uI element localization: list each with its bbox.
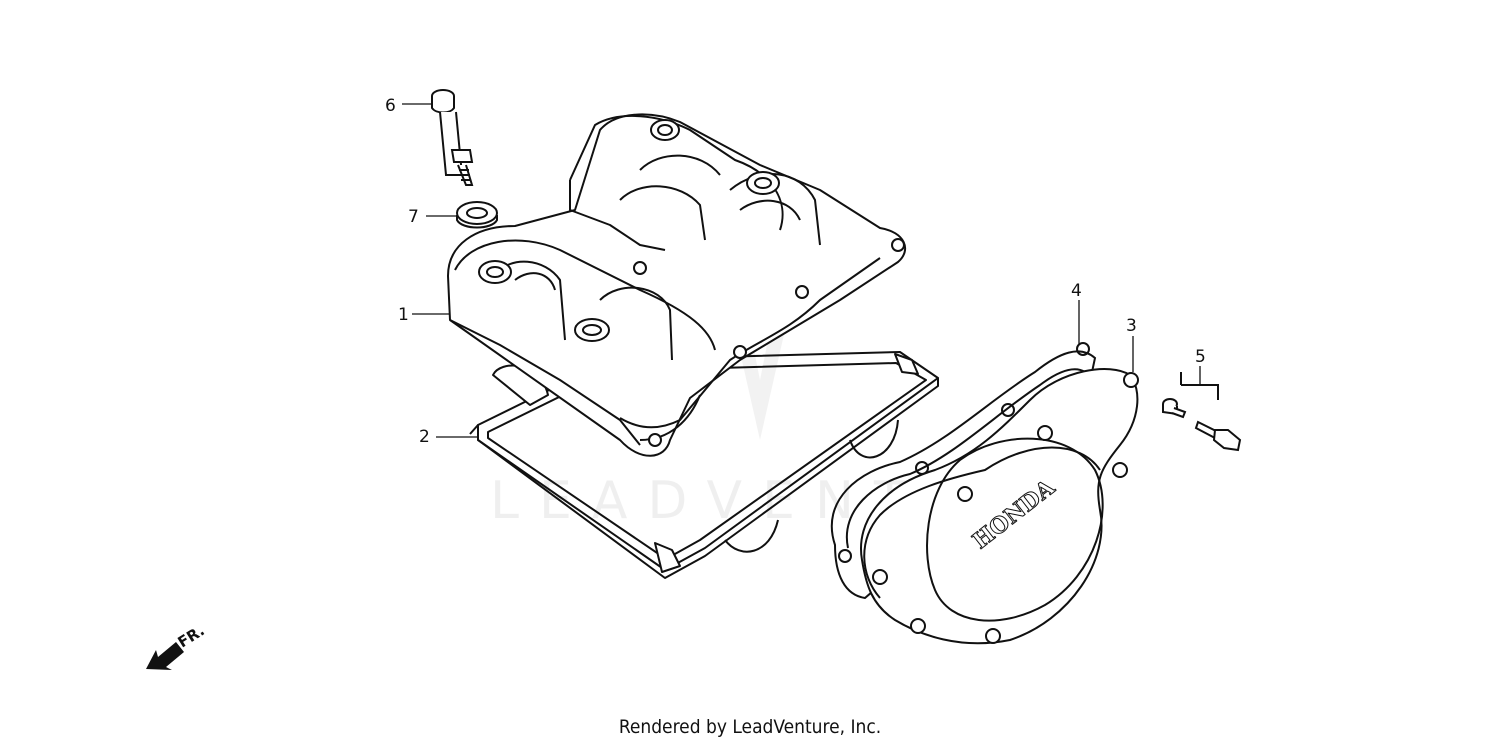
leader-lines	[402, 103, 1201, 438]
callout-7: 7	[408, 207, 419, 227]
bolt-part	[431, 89, 474, 186]
head-cover-part	[447, 113, 907, 457]
washer-part	[456, 201, 498, 229]
callout-6: 6	[385, 96, 396, 116]
callout-3: 3	[1126, 316, 1137, 336]
callout-4: 4	[1071, 281, 1082, 301]
front-direction-indicator: FR.	[146, 621, 208, 670]
front-arrow-icon	[146, 642, 184, 670]
watermark-logo	[720, 270, 800, 440]
callout-1: 1	[398, 305, 409, 325]
render-credit: Rendered by LeadVenture, Inc.	[618, 716, 882, 738]
bolt-set-part	[1162, 372, 1242, 452]
callouts: 6 7 1 2 4 3 5	[385, 96, 1206, 447]
side-cover-part: HONDA	[860, 368, 1139, 645]
callout-2: 2	[419, 427, 430, 447]
callout-5: 5	[1195, 347, 1206, 367]
